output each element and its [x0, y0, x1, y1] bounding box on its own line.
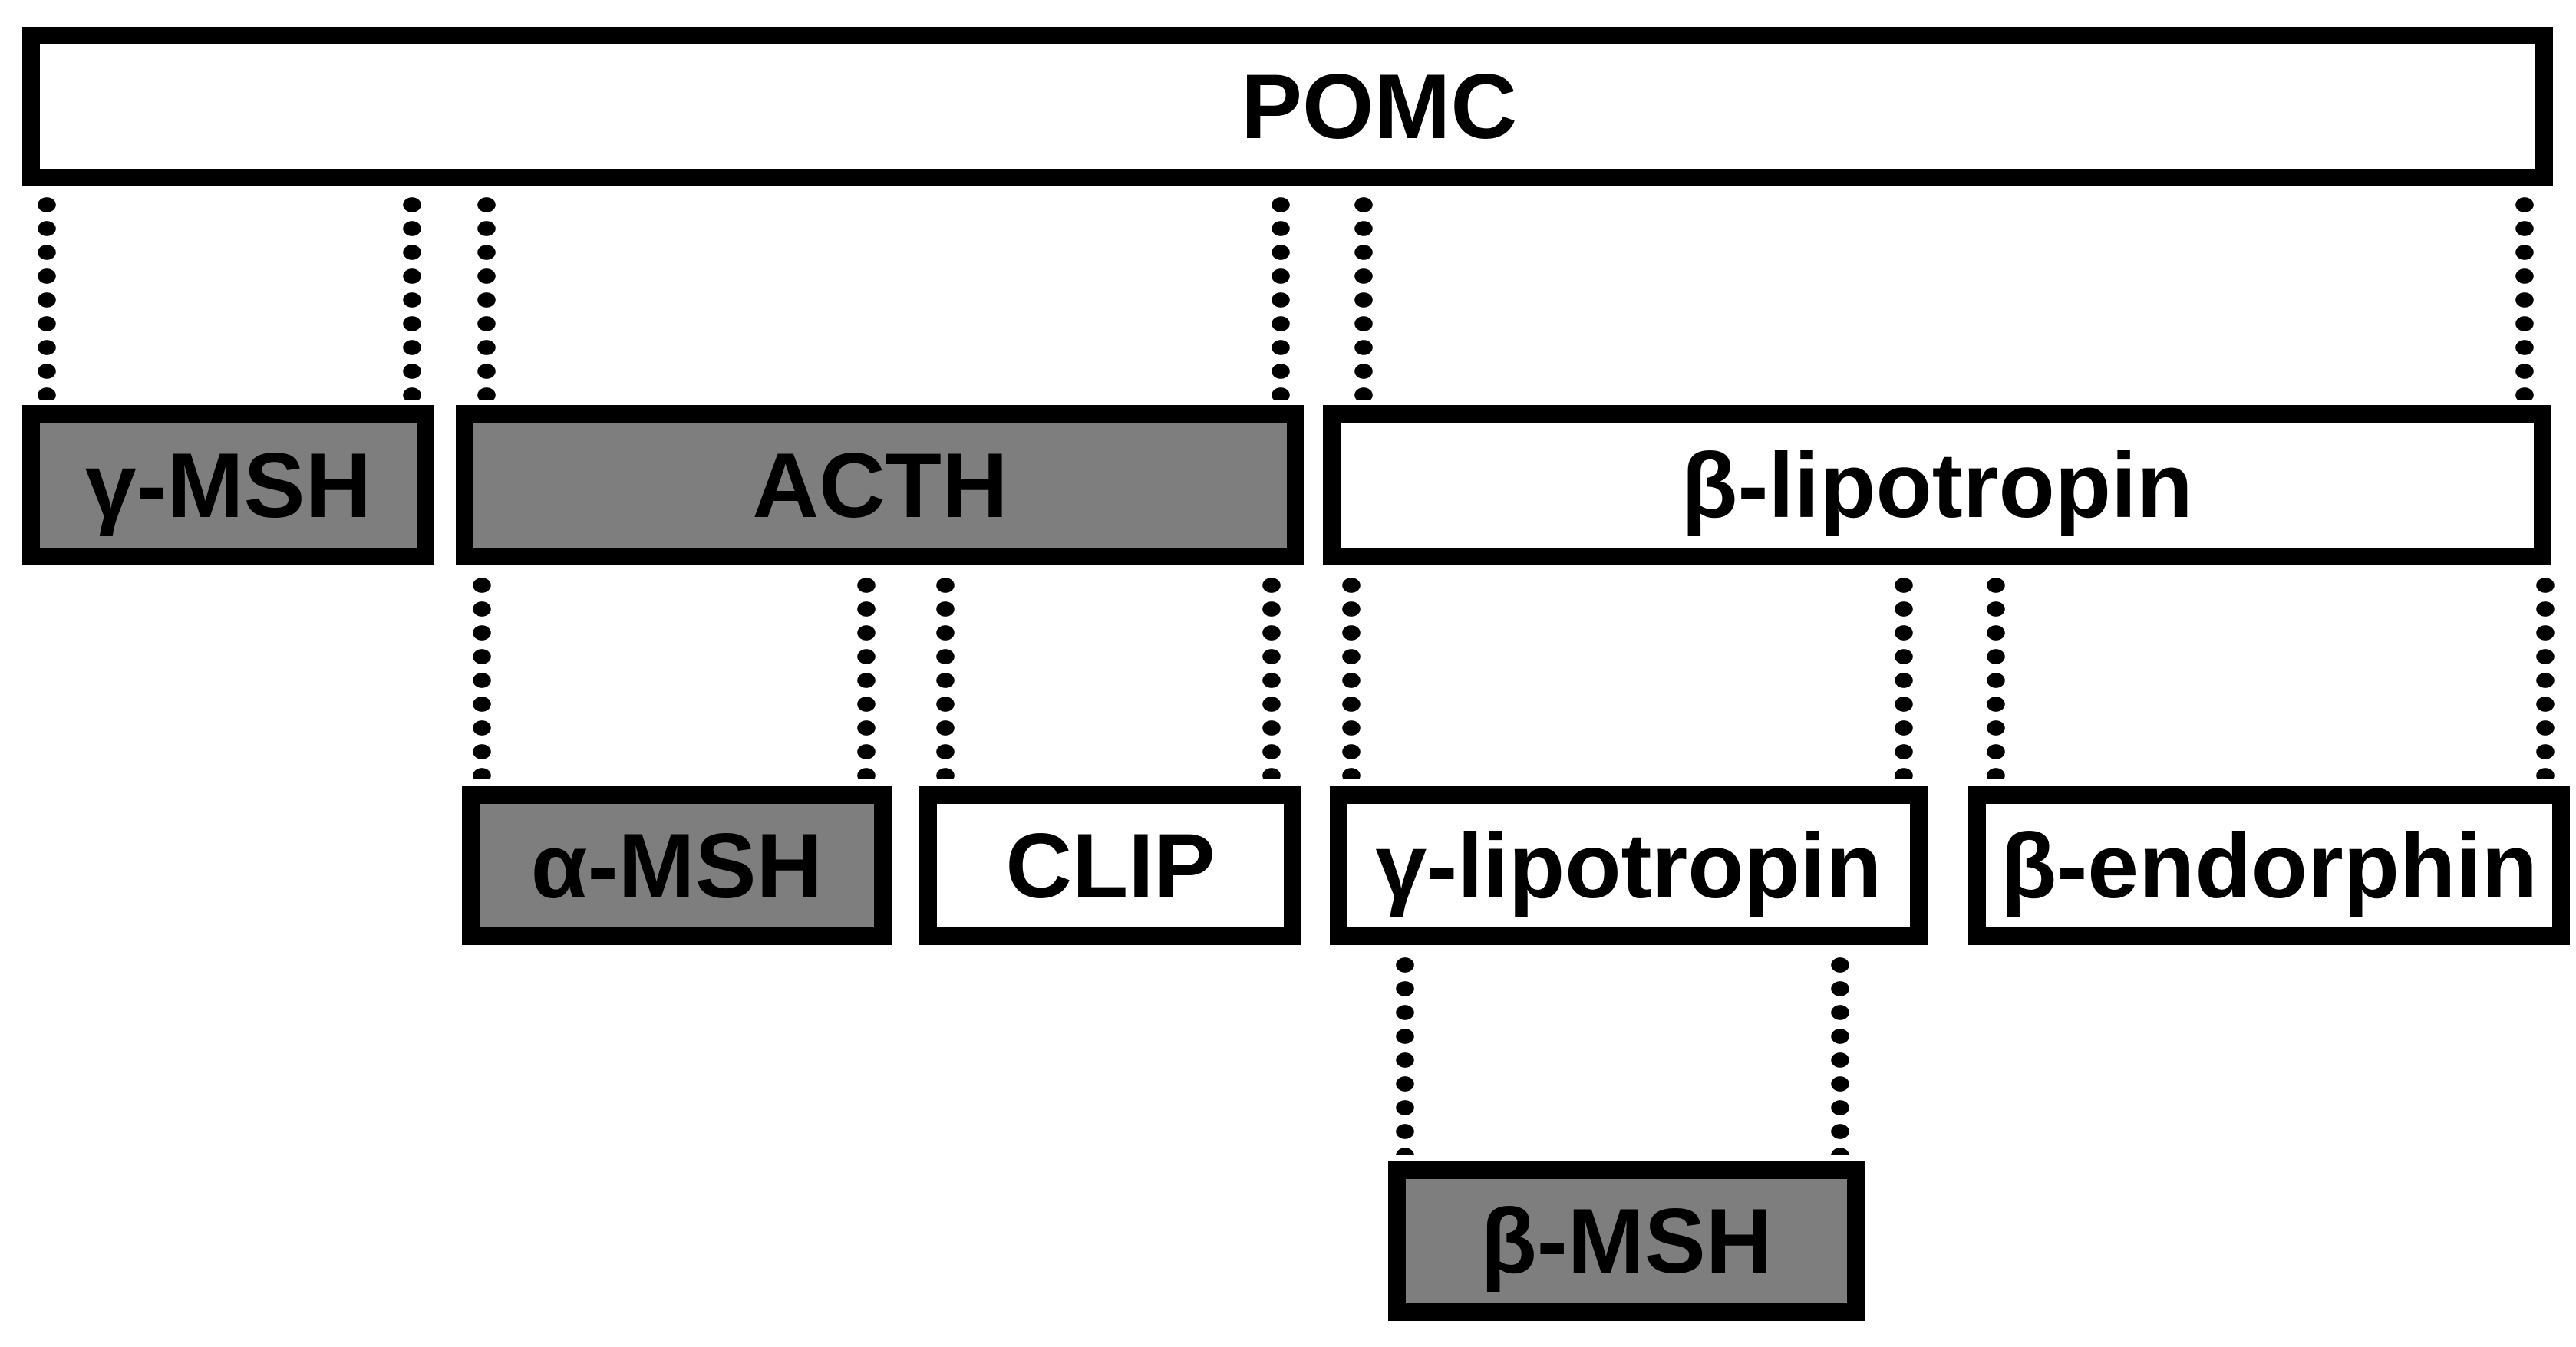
dotted-connector-beta-lipotropin-to-beta-endorphin — [2535, 574, 2555, 779]
node-label-alpha-msh: α-MSH — [530, 814, 823, 917]
dotted-connector-pomc-to-beta-lipotropin — [1354, 193, 1374, 400]
node-acth: ACTH — [456, 405, 1304, 565]
node-beta-endorphin: β-endorphin — [1968, 786, 2570, 945]
node-gamma-msh: γ-MSH — [22, 405, 434, 565]
node-label-beta-endorphin: β-endorphin — [2000, 814, 2538, 917]
dotted-connector-acth-to-alpha-msh — [472, 574, 492, 779]
dotted-connector-pomc-to-gamma-msh — [37, 193, 57, 400]
dotted-connector-pomc-to-beta-lipotropin — [2515, 193, 2535, 400]
node-label-acth: ACTH — [752, 433, 1008, 537]
node-gamma-lipotropin: γ-lipotropin — [1330, 786, 1928, 945]
dotted-connector-pomc-to-acth — [1271, 193, 1291, 400]
node-label-clip: CLIP — [1005, 814, 1215, 917]
dotted-connector-gamma-lipotropin-to-beta-msh — [1830, 953, 1850, 1155]
node-label-gamma-msh: γ-MSH — [84, 433, 372, 537]
dotted-connector-beta-lipotropin-to-beta-endorphin — [1986, 574, 2006, 779]
node-label-beta-msh: β-MSH — [1480, 1190, 1773, 1293]
dotted-connector-acth-to-alpha-msh — [856, 574, 876, 779]
dotted-connector-acth-to-clip — [935, 574, 955, 779]
node-label-pomc: POMC — [1241, 55, 1517, 158]
dotted-connector-beta-lipotropin-to-gamma-lipotropin — [1341, 574, 1361, 779]
node-alpha-msh: α-MSH — [462, 786, 892, 945]
node-beta-lipotropin: β-lipotropin — [1323, 405, 2551, 565]
dotted-connector-pomc-to-gamma-msh — [402, 193, 422, 400]
node-beta-msh: β-MSH — [1388, 1161, 1865, 1321]
dotted-connector-beta-lipotropin-to-gamma-lipotropin — [1894, 574, 1914, 779]
node-label-gamma-lipotropin: γ-lipotropin — [1375, 814, 1882, 917]
dotted-connector-gamma-lipotropin-to-beta-msh — [1395, 953, 1415, 1155]
dotted-connector-pomc-to-acth — [477, 193, 496, 400]
node-clip: CLIP — [919, 786, 1301, 945]
dotted-connector-acth-to-clip — [1262, 574, 1281, 779]
node-pomc: POMC — [22, 27, 2553, 186]
node-label-beta-lipotropin: β-lipotropin — [1681, 433, 2193, 537]
